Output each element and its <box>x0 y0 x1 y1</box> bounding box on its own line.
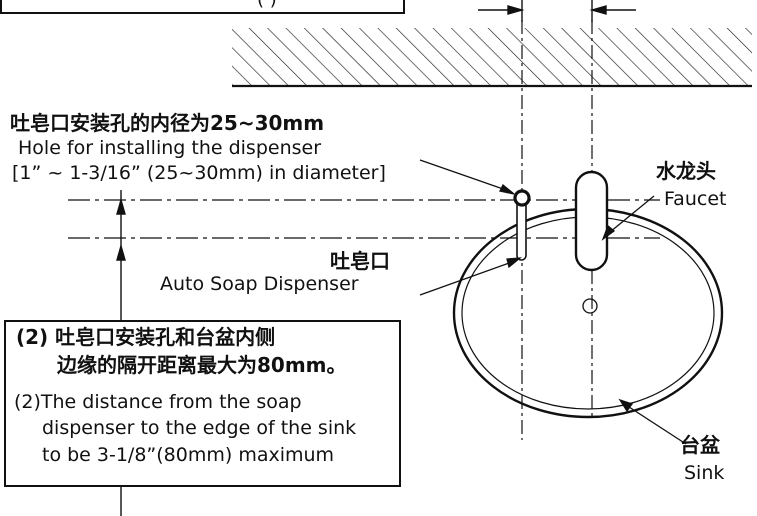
note-en-line3: to be 3-1/8”(80mm) maximum <box>42 444 335 466</box>
leader-lines <box>419 159 687 445</box>
dispenser-hole <box>513 189 531 207</box>
note-cn-line2: 边缘的隔开距离最大为80mm。 <box>57 353 347 377</box>
sink-label-en: Sink <box>684 462 725 484</box>
faucet-label-en: Faucet <box>664 188 727 210</box>
wall-hatch <box>232 28 752 86</box>
dispenser-label-en: Auto Soap Dispenser <box>160 273 359 295</box>
note-cn-line1: (2) 吐皂口安装孔和台盆内侧 <box>16 325 276 349</box>
sink-drain <box>582 298 598 314</box>
distance-note-box: (2) 吐皂口安装孔和台盆内侧 边缘的隔开距离最大为80mm。 (2)The d… <box>4 320 401 487</box>
hole-label-en-line1: Hole for installing the dispenser <box>18 137 322 159</box>
center-lines-horizontal <box>68 199 660 239</box>
note-en-line2: dispenser to the edge of the sink <box>42 417 357 439</box>
hole-label-en-line2: [1” ~ 1-3/16” (25~30mm) in diameter] <box>12 162 386 184</box>
sink-label-cn: 台盆 <box>680 433 720 457</box>
note-en-line1: (2)The distance from the soap <box>14 391 302 413</box>
faucet <box>574 170 609 272</box>
faucet-label-cn: 水龙头 <box>656 159 716 183</box>
top-note-box: ( ) <box>0 0 405 14</box>
top-box-text: ( ) <box>257 0 277 11</box>
soap-dispenser <box>513 189 531 261</box>
dispenser-spout <box>516 197 527 261</box>
top-dimension <box>478 0 636 22</box>
hole-label-cn: 吐皂口安装孔的内径为25~30mm <box>10 111 325 135</box>
dispenser-label-cn: 吐皂口 <box>330 249 390 273</box>
